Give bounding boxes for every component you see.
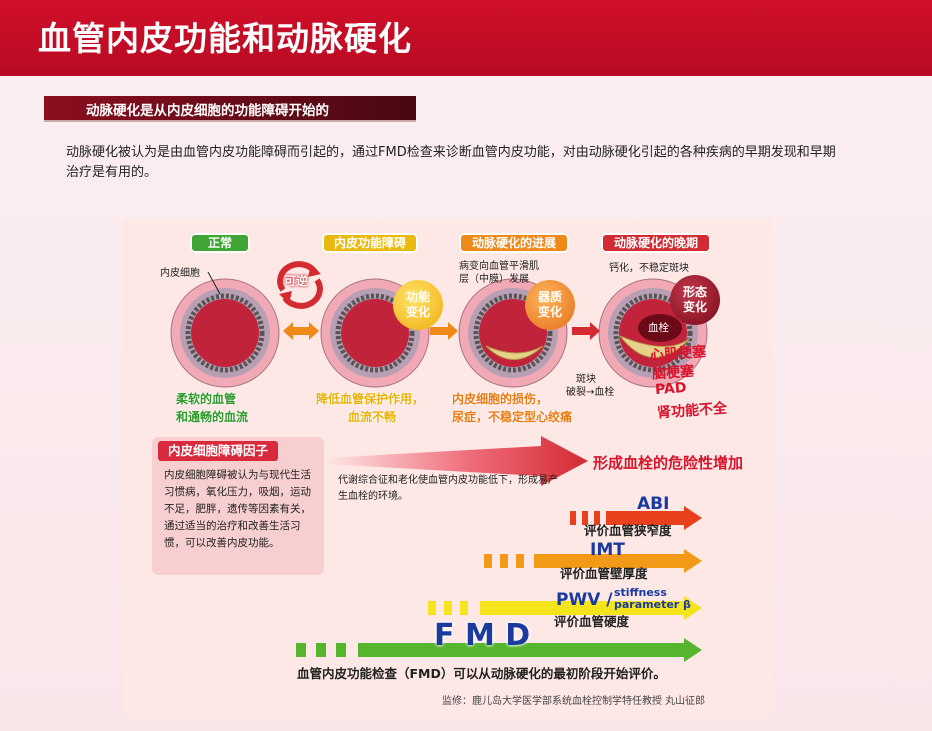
thrombus-label: 血栓 — [648, 322, 669, 334]
pwv-arrow — [428, 596, 702, 620]
header-bar: 血管内皮功能和动脉硬化 — [0, 0, 932, 76]
stage-tag-progression: 动脉硬化的进展 — [459, 233, 569, 253]
imt-arrow — [484, 549, 702, 573]
abi-name: ABI — [637, 494, 670, 514]
risk-arrow — [326, 436, 588, 486]
intro-text: 动脉硬化被认为是由血管内皮功能障碍而引起的，通过FMD检查来诊断血管内皮功能，对… — [66, 145, 836, 180]
stage-tag-late: 动脉硬化的晚期 — [601, 233, 711, 253]
imt-caption: 评价血管壁厚度 — [560, 566, 648, 581]
supervisor-credit: 监修：鹿儿岛大学医学部系统血栓控制学特任教授 丸山征郎 — [442, 696, 706, 707]
lesion-label-line1: 病变向血管平滑肌 — [459, 261, 539, 272]
badge-qualitative-change: 器质变化 — [525, 280, 575, 330]
factor-body: 内皮细胞障碍被认为与现代生活习惯病，氧化压力，吸烟，运动不足，肥胖，遗传等因素有… — [164, 469, 311, 549]
risk-description: 代谢综合征和老化使血管内皮功能低下，形成易产生血栓的环境。 — [338, 475, 558, 502]
stage-tag-dysfunction: 内皮功能障碍 — [322, 233, 418, 253]
arrow-normal-to-dysfunction — [283, 322, 319, 340]
plaque-label-line1: 斑块 — [576, 374, 596, 385]
fmd-caption: 血管内皮功能检查（FMD）可以从动脉硬化的最初阶段开始评价。 — [297, 666, 666, 681]
caption-progression-2: 尿症，不稳定型心绞痛 — [452, 410, 573, 424]
pwv-stiffness: stiffness — [614, 586, 667, 599]
fmd-name: F M D — [434, 618, 531, 653]
endothelial-pointer-line — [207, 271, 221, 295]
risk-label: 形成血栓的危险性增加 — [593, 454, 744, 472]
reversible-label: 可逆 — [284, 274, 309, 288]
badge-morphological-change: 形态变化 — [670, 275, 720, 325]
abi-caption: 评价血管狭窄度 — [584, 523, 672, 538]
calcification-label: 钙化，不稳定斑块 — [609, 263, 689, 274]
imt-name: IMT — [590, 540, 625, 560]
plaque-label-line2: 破裂→血栓 — [566, 387, 615, 398]
caption-dysfunction-2: 血流不畅 — [348, 410, 397, 424]
stage-tag-normal: 正常 — [190, 233, 250, 253]
reversible-cycle-icon — [277, 261, 323, 309]
caption-normal-2: 和通畅的血流 — [176, 410, 249, 424]
disease-pad: PAD — [654, 379, 687, 399]
factor-title: 内皮细胞障碍因子 — [158, 441, 278, 461]
caption-progression-1: 内皮细胞的损伤， — [452, 392, 549, 406]
pwv-parameter: parameter β — [614, 598, 691, 611]
badge-functional-change: 功能变化 — [393, 280, 443, 330]
abi-arrow — [570, 506, 702, 530]
vessel-normal — [170, 278, 280, 388]
lesion-label-line2: 层（中膜）发展 — [459, 274, 529, 285]
pwv-name: PWV / — [556, 590, 613, 610]
arrow-dysfunction-to-progression — [430, 322, 458, 340]
page-title: 血管内皮功能和动脉硬化 — [38, 19, 412, 58]
pwv-caption: 评价血管硬度 — [554, 614, 630, 629]
endothelial-cell-label: 内皮细胞 — [160, 268, 200, 279]
caption-normal-1: 柔软的血管 — [176, 392, 237, 406]
endothelial-factor-box: 内皮细胞障碍因子 内皮细胞障碍被认为与现代生活习惯病，氧化压力，吸烟，运动不足，… — [152, 437, 324, 575]
fmd-arrow — [296, 638, 702, 662]
caption-dysfunction-1: 降低血管保护作用， — [316, 392, 425, 406]
section-bar: 动脉硬化是从内皮细胞的功能障碍开始的 — [44, 96, 416, 122]
section-title: 动脉硬化是从内皮细胞的功能障碍开始的 — [86, 103, 329, 119]
arrow-progression-to-late — [572, 322, 600, 340]
